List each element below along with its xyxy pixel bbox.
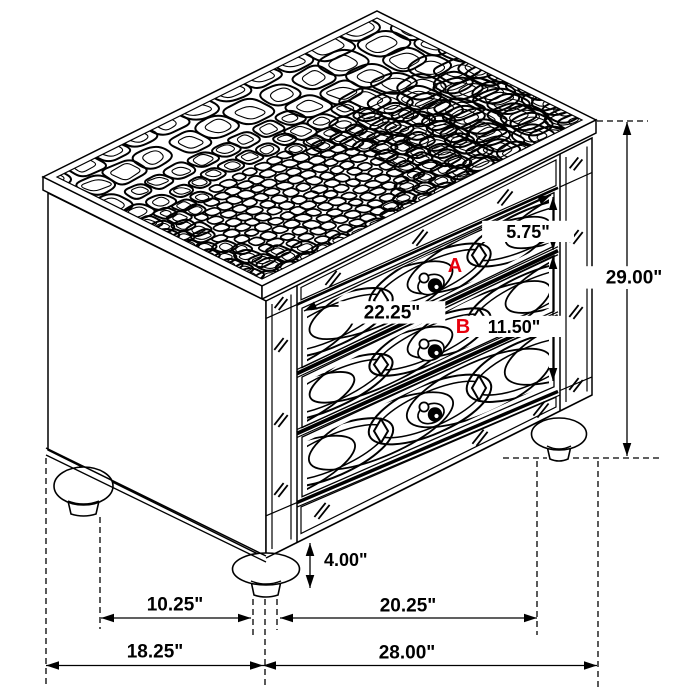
svg-text:A: A — [448, 255, 462, 277]
svg-text:5.75": 5.75" — [506, 222, 550, 242]
svg-text:4.00": 4.00" — [324, 550, 368, 570]
svg-text:11.50": 11.50" — [488, 317, 541, 337]
svg-text:20.25": 20.25" — [380, 596, 437, 617]
svg-text:10.25": 10.25" — [147, 595, 204, 616]
svg-text:28.00": 28.00" — [379, 643, 436, 664]
svg-text:18.25": 18.25" — [127, 642, 184, 663]
svg-text:22.25": 22.25" — [364, 303, 421, 324]
svg-text:29.00": 29.00" — [606, 268, 663, 289]
svg-text:B: B — [456, 316, 470, 338]
